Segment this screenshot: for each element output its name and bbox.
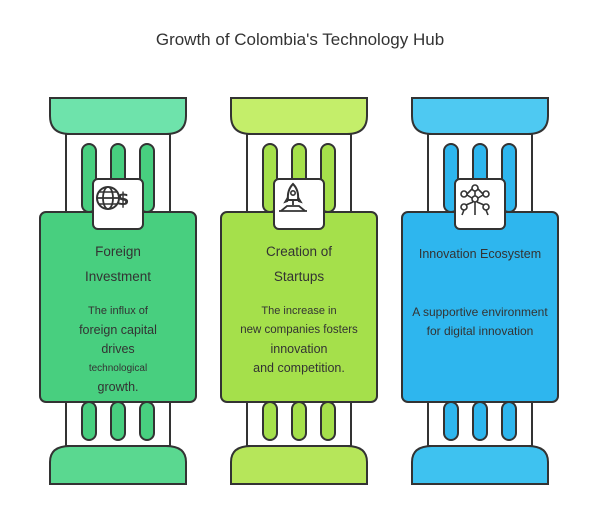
pillar-title: Innovation Ecosystem [400,242,560,267]
pillar-title-line: Investment [84,269,152,284]
pillar-desc-line: technological [88,363,148,374]
pillar-desc-line: growth. [97,380,139,394]
svg-text:$: $ [117,189,130,210]
pillar-description: A supportive environment for digital inn… [400,303,560,341]
pillar-title-line: Startups [273,269,325,284]
pillar-desc-line: foreign capital [79,323,157,337]
pillar-desc-line: The increase in [261,305,337,317]
globe-dollar-icon: $ [92,178,144,230]
pillar-shape [39,97,197,485]
pillar-desc-line: and competition. [253,361,345,375]
pillar-description: The increase in new companies fosters in… [219,302,379,378]
pillar-desc-line: drives [101,342,135,356]
pillar-foreign-investment: $ Foreign Investment The influx of forei… [38,96,198,488]
pillar-title-line: Foreign [95,244,141,259]
pillar-desc-line: A supportive environment [412,305,548,319]
pillar-shape [401,97,559,485]
network-atom-icon [454,178,506,230]
pillar-title: Creation of Startups [219,239,379,289]
pillar-desc-line: The influx of [88,305,148,317]
pillar-description: The influx of foreign capital drives tec… [38,302,198,397]
pillar-desc-line: for digital innovation [426,324,534,338]
pillar-title-line: Innovation Ecosystem [418,247,542,261]
pillar-title-line: Creation of [265,244,333,259]
pillar-innovation-ecosystem: Innovation Ecosystem A supportive enviro… [400,96,560,488]
diagram-title: Growth of Colombia's Technology Hub [155,30,445,49]
pillar-shape [220,97,378,485]
pillar-desc-line: new companies fosters [240,324,358,336]
pillar-creation-of-startups: Creation of Startups The increase in new… [219,96,379,488]
rocket-launch-icon [273,178,325,230]
pillar-title: Foreign Investment [38,239,198,289]
pillar-desc-line: innovation [270,342,328,356]
